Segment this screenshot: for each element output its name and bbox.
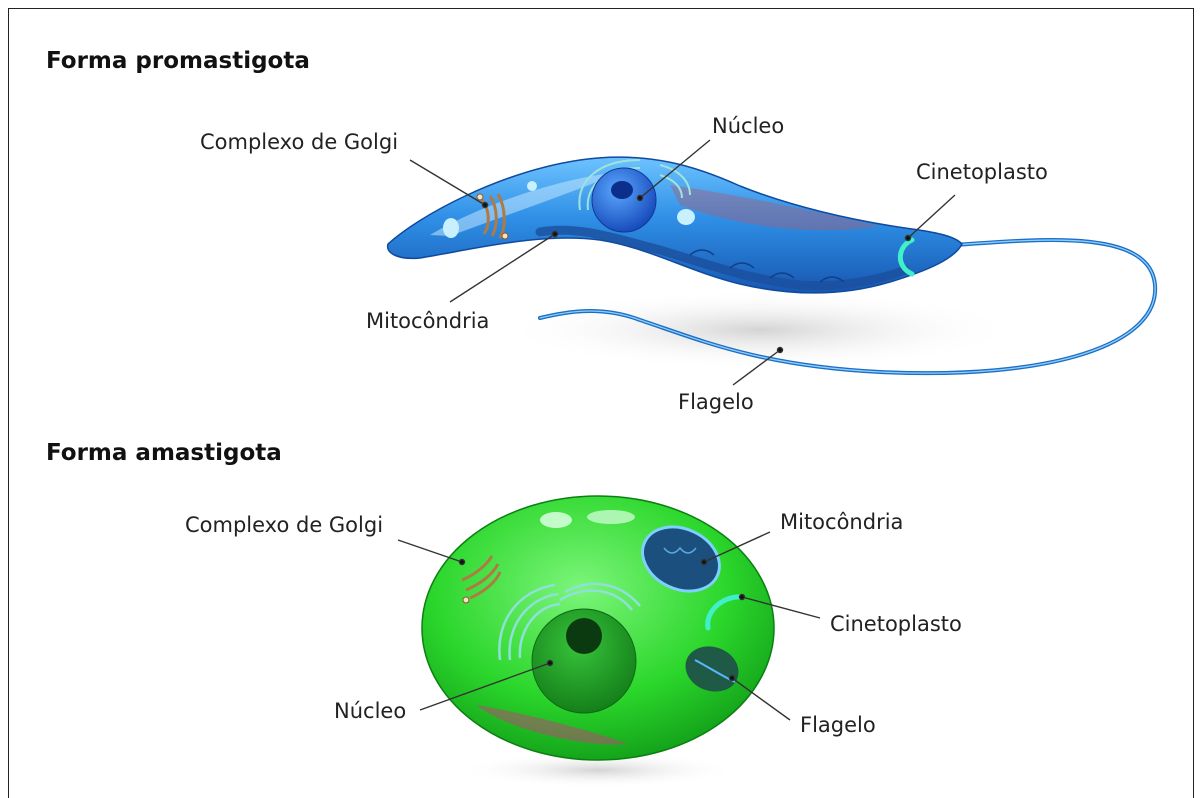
promastigote-nucleus bbox=[592, 168, 656, 232]
amastigote-nucleus-label: Núcleo bbox=[334, 699, 406, 723]
amastigote-mitochondria-label: Mitocôndria bbox=[780, 510, 903, 534]
leader-golgi-bottom bbox=[398, 540, 462, 562]
amastigote-golgi-label: Complexo de Golgi bbox=[185, 513, 383, 537]
amastigote-kinetoplast-label: Cinetoplasto bbox=[830, 612, 962, 636]
promastigote-kinetoplast-label: Cinetoplasto bbox=[916, 160, 1048, 184]
leader-golgi-top bbox=[410, 160, 485, 205]
amastigote-cell bbox=[422, 496, 774, 788]
promastigote-nucleus-label: Núcleo bbox=[712, 114, 784, 138]
promastigote-mitochondria-label: Mitocôndria bbox=[366, 309, 489, 333]
promastigote-golgi-label: Complexo de Golgi bbox=[200, 130, 398, 154]
promastigote-flagellum-label: Flagelo bbox=[678, 390, 754, 414]
amastigote-flagellum-label: Flagelo bbox=[800, 713, 876, 737]
promastigote-cell bbox=[388, 157, 1156, 373]
